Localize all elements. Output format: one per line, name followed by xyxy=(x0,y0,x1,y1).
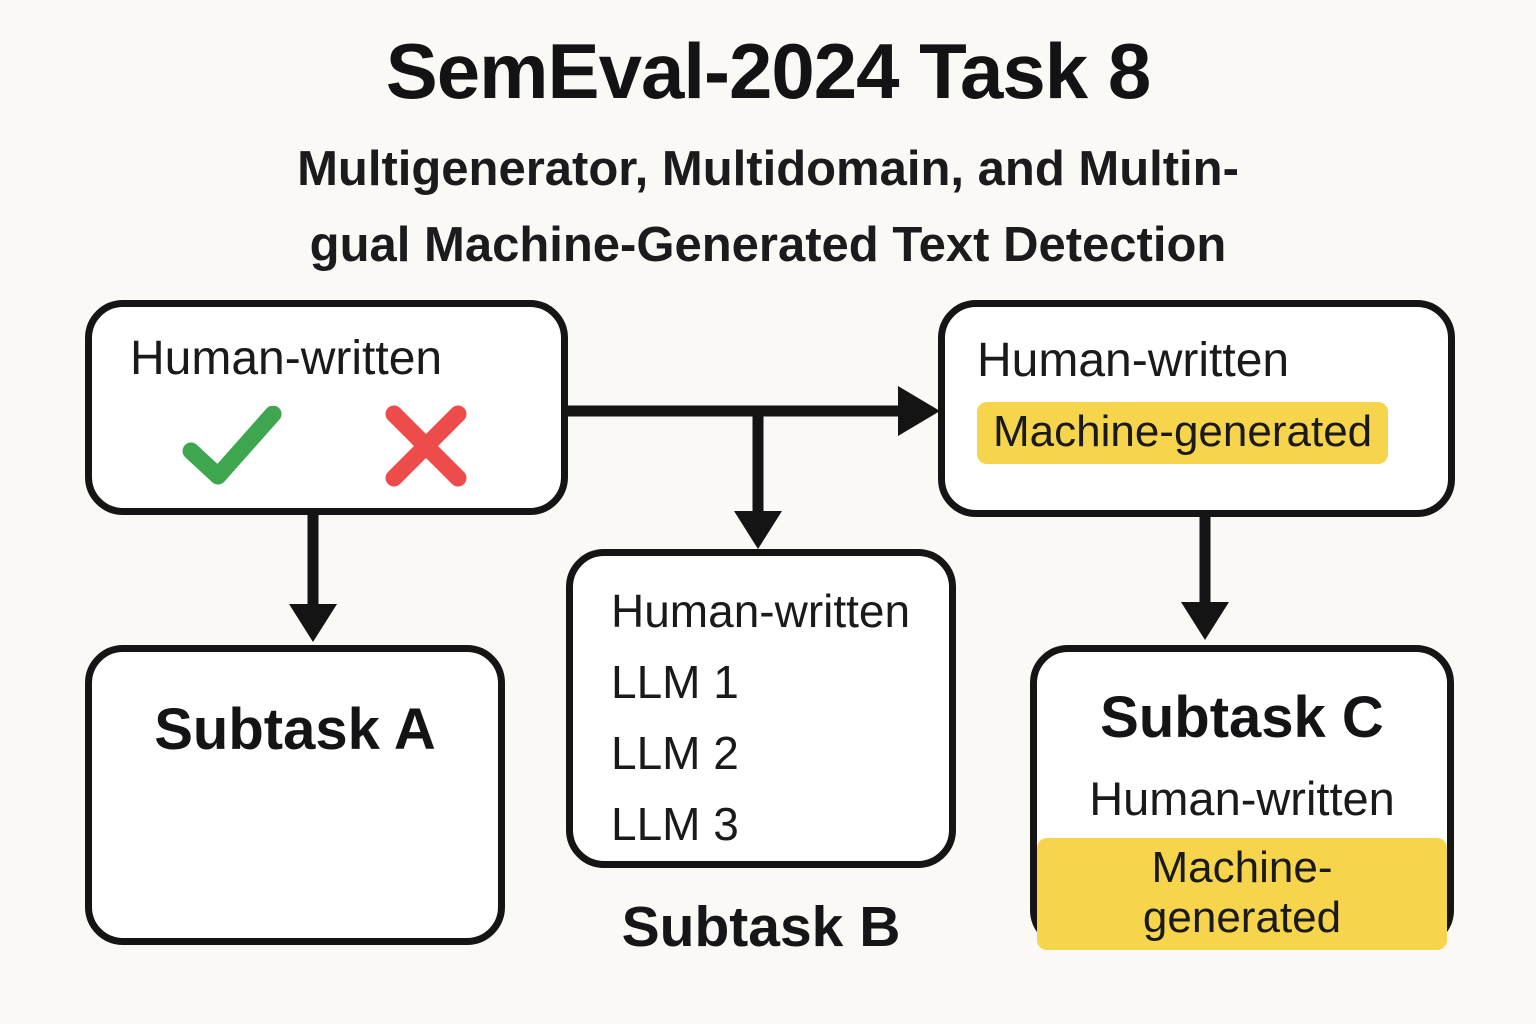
binary-box-line-machine-highlight: Machine-generated xyxy=(977,402,1389,464)
subtask-c-title: Subtask C xyxy=(1100,685,1384,750)
generator-line-llm1: LLM 1 xyxy=(611,656,739,708)
page-title: SemEval-2024 Task 8 xyxy=(385,27,1151,115)
human-written-source-box: Human-written xyxy=(85,300,568,515)
subtitle-line-2: gual Machine-Generated Text Detection xyxy=(309,218,1227,272)
generator-line-llm3: LLM 3 xyxy=(611,798,739,850)
subtitle-line-1: Multigenerator, Multidomain, and Multin- xyxy=(297,142,1239,196)
red-cross-icon xyxy=(385,405,467,487)
generator-line-human: Human-written xyxy=(611,585,911,637)
verdict-icon-row xyxy=(130,402,561,490)
arrowhead-down-icon xyxy=(734,511,782,549)
subtask-b-caption: Subtask B xyxy=(621,895,901,959)
subtask-c-line-human: Human-written xyxy=(1089,772,1395,825)
subtask-a-title: Subtask A xyxy=(154,697,436,762)
subtask-c-line-machine-highlight: Machine-generated xyxy=(1037,838,1447,950)
page-subtitle: Multigenerator, Multidomain, and Multin-… xyxy=(0,131,1536,283)
generator-classes-box: Human-written LLM 1 LLM 2 LLM 3 xyxy=(566,549,956,868)
green-checkmark-icon xyxy=(182,406,282,485)
generator-line-llm2: LLM 2 xyxy=(611,727,739,779)
source-box-label: Human-written xyxy=(130,332,443,385)
subtask-a-box: Subtask A xyxy=(85,645,505,945)
arrowhead-right-icon xyxy=(898,386,940,436)
diagram-header: SemEval-2024 Task 8 Multigenerator, Mult… xyxy=(0,26,1536,283)
binary-classes-box: Human-written Machine-generated xyxy=(938,300,1455,517)
arrowhead-down-icon xyxy=(1181,602,1229,640)
arrowhead-down-icon xyxy=(289,604,337,642)
subtask-c-box: Subtask C Human-written Machine-generate… xyxy=(1030,645,1454,950)
binary-box-line-human: Human-written xyxy=(977,334,1290,387)
